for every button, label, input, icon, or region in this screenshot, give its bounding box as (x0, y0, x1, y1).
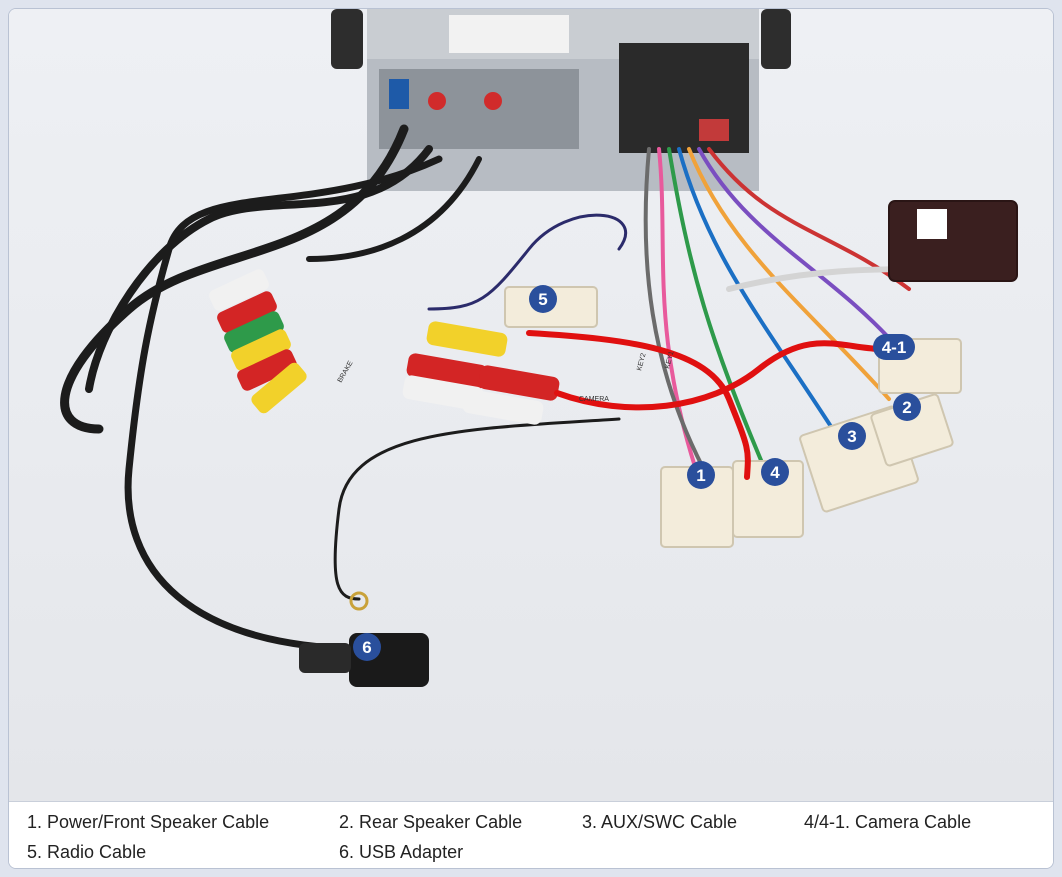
svg-text:3: 3 (847, 427, 856, 446)
black-cables (60, 124, 628, 653)
callout-5: 5 (529, 285, 557, 313)
legend-item-camera: 4/4-1. Camera Cable (804, 812, 972, 832)
brake-tag: BRAKE (337, 360, 355, 384)
callout-4: 4 (761, 458, 789, 486)
figure-frame: CAMERA KEY1 KEY2 BRAKE 1 2 3 4 (8, 8, 1054, 869)
callout-3: 3 (838, 422, 866, 450)
ground-terminal (349, 591, 369, 611)
cable-legend: 1. Power/Front Speaker Cable 2. Rear Spe… (9, 801, 1053, 868)
rca-connectors (209, 269, 560, 425)
callout-4-1: 4-1 (873, 334, 915, 360)
legend-item-aux-swc: 3. AUX/SWC Cable (582, 812, 738, 832)
key2-tag: KEY2 (636, 352, 647, 371)
camera-tag: CAMERA (579, 396, 609, 403)
legend-item-usb-adapter: 6. USB Adapter (339, 842, 464, 862)
svg-text:5: 5 (538, 290, 547, 309)
plastic-connectors (504, 200, 1018, 548)
svg-text:4-1: 4-1 (882, 338, 907, 357)
harness-photo: CAMERA KEY1 KEY2 BRAKE 1 2 3 4 (9, 9, 1053, 801)
callout-2: 2 (893, 393, 921, 421)
harness-illustration: CAMERA KEY1 KEY2 BRAKE 1 2 3 4 (60, 9, 1018, 687)
head-unit (331, 9, 791, 191)
svg-text:4: 4 (770, 463, 780, 482)
legend-item-rear-speaker: 2. Rear Speaker Cable (339, 812, 523, 832)
legend-item-radio: 5. Radio Cable (27, 842, 147, 862)
svg-text:6: 6 (362, 638, 371, 657)
key1-tag: KEY1 (664, 350, 675, 369)
svg-text:2: 2 (902, 398, 911, 417)
legend-item-power-front-speaker: 1. Power/Front Speaker Cable (27, 812, 270, 832)
callout-1: 1 (687, 461, 715, 489)
svg-text:1: 1 (696, 466, 705, 485)
callout-6: 6 (353, 633, 381, 661)
camera-cable-highlight (526, 330, 882, 480)
